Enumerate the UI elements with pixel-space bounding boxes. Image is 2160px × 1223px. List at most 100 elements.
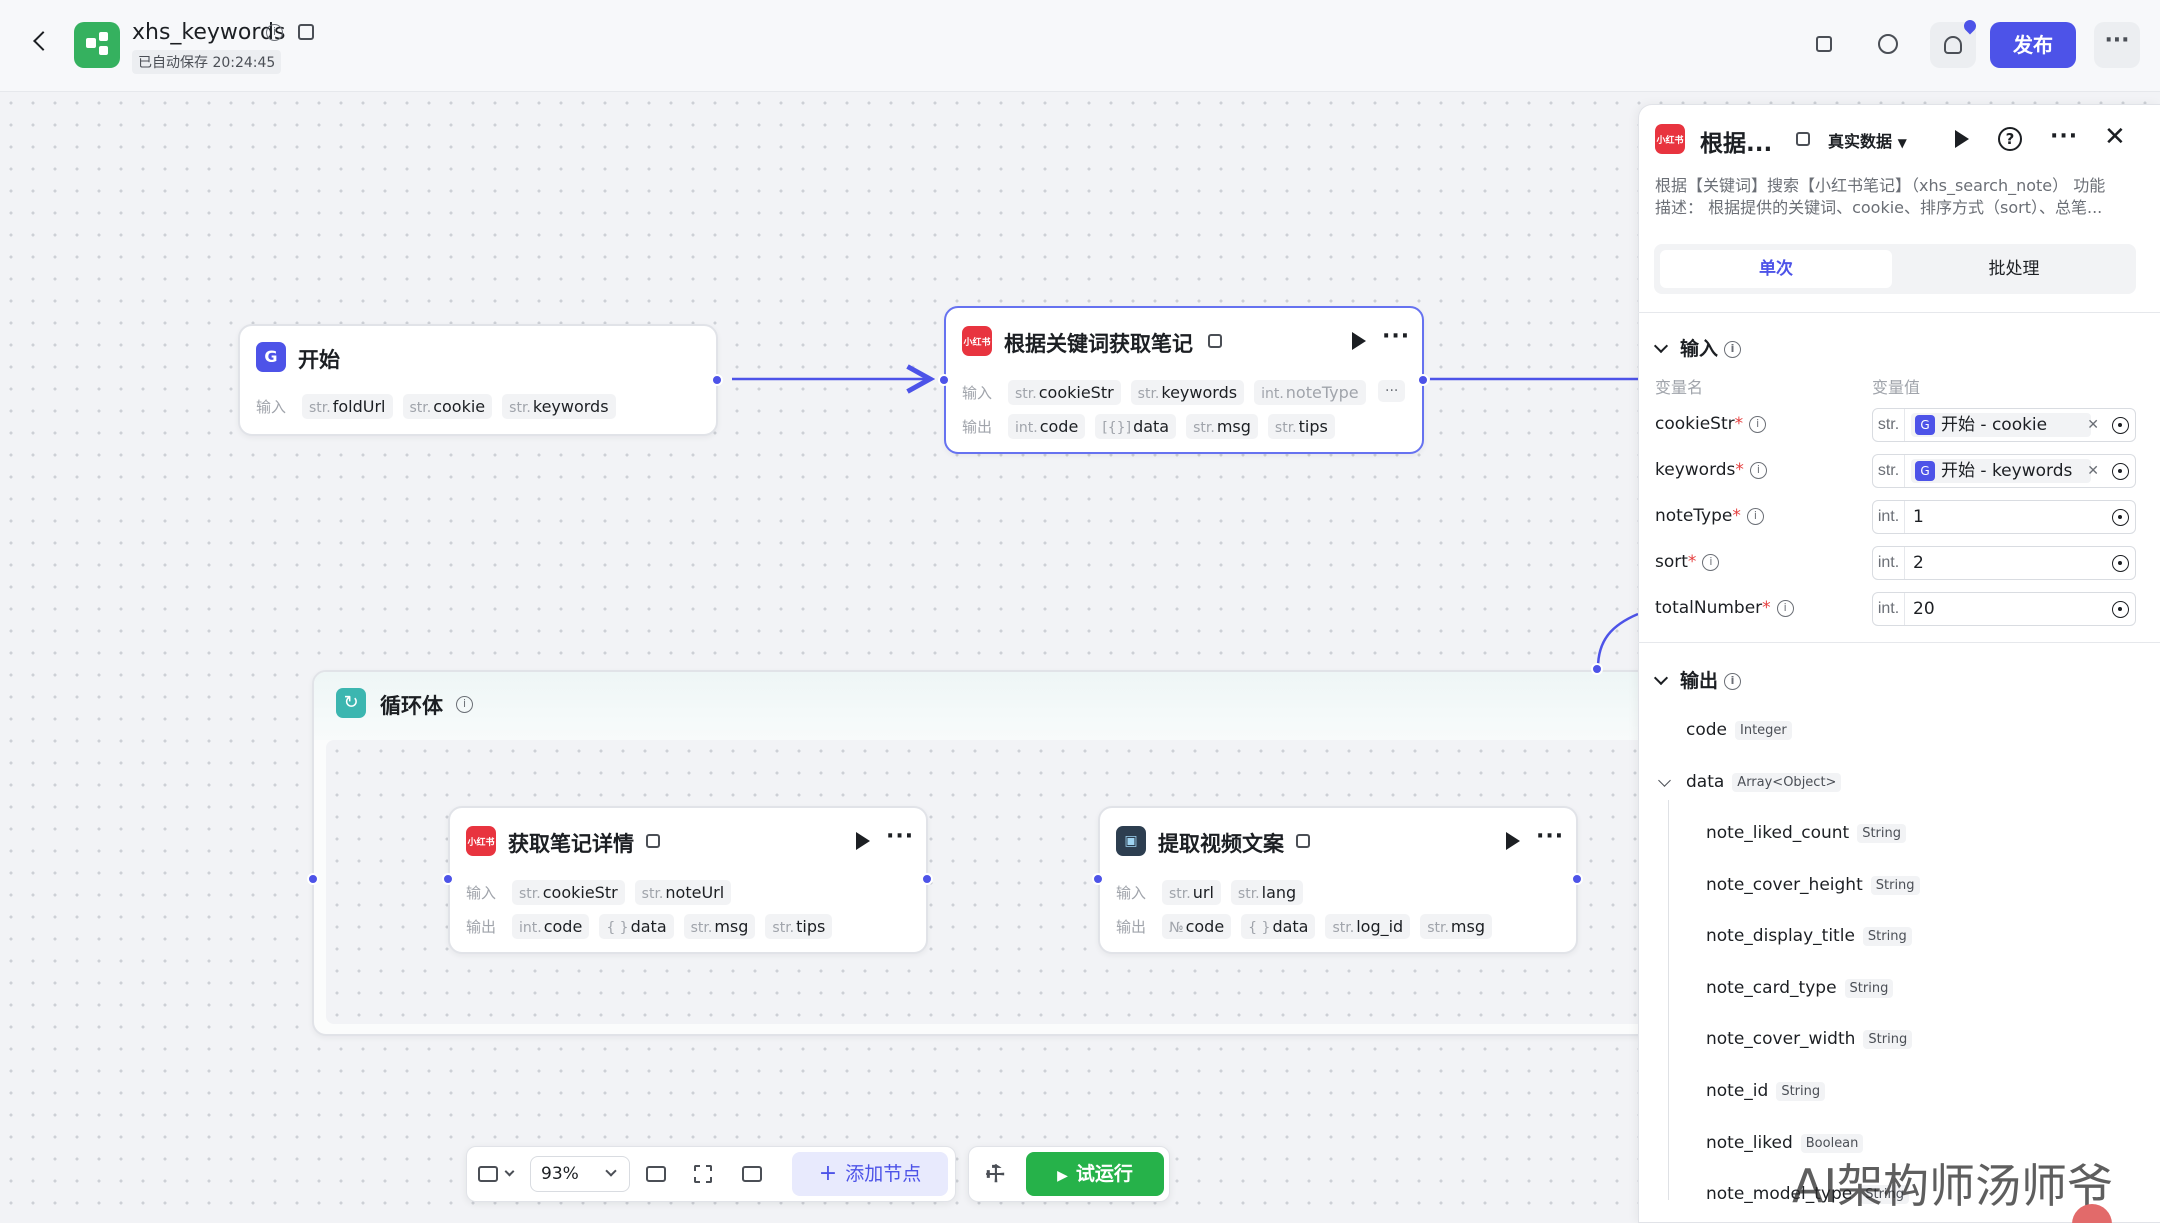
tab-batch[interactable]: 批处理 — [1988, 259, 2040, 279]
data-mode-select[interactable]: 真实数据 ▼ — [1828, 128, 1907, 152]
param-tag: { }data — [1241, 914, 1316, 939]
detail-input-port[interactable] — [442, 873, 454, 885]
param-tag: int.code — [1008, 414, 1086, 439]
divider — [1638, 642, 2160, 643]
add-node-label: 添加节点 — [845, 1163, 922, 1185]
column-name-header: 变量名 — [1655, 378, 1704, 397]
start-node[interactable]: G 开始 输入 str.foldUrl str.cookie str.keywo… — [238, 324, 718, 436]
param-tag: str.tips — [765, 914, 833, 939]
video-output-port[interactable] — [1571, 873, 1583, 885]
variable-select-icon[interactable] — [2112, 555, 2129, 572]
loop-body-input-port[interactable] — [307, 873, 319, 885]
start-inputs: 输入 str.foldUrl str.cookie str.keywords — [256, 394, 616, 419]
variable-select-icon[interactable] — [2112, 509, 2129, 526]
param-input-notetype[interactable]: int.1 — [1872, 500, 2136, 534]
param-input-sort[interactable]: int.2 — [1872, 546, 2136, 580]
autosave-status: 已自动保存 20:24:45 — [132, 50, 282, 74]
publish-button[interactable]: 发布 — [1990, 22, 2076, 68]
start-node-icon: G — [1915, 415, 1935, 435]
history-icon[interactable] — [1878, 34, 1898, 54]
comment-icon[interactable] — [646, 1166, 666, 1182]
search-input-port[interactable] — [938, 374, 950, 386]
more-params-tag[interactable]: ··· — [1378, 380, 1406, 402]
run-icon[interactable] — [1955, 130, 1969, 148]
node-more-icon[interactable]: ··· — [1382, 324, 1411, 349]
search-inputs: 输入 str.cookieStr str.keywords int.noteTy… — [962, 380, 1366, 405]
fit-view-icon[interactable] — [742, 1166, 762, 1182]
plugin-icon — [1208, 334, 1222, 348]
layout-icon[interactable] — [694, 1165, 712, 1183]
close-icon[interactable]: ✕ — [2104, 122, 2126, 152]
plus-icon: + — [818, 1161, 838, 1186]
edit-icon[interactable] — [298, 24, 314, 40]
start-output-port[interactable] — [711, 374, 723, 386]
column-value-header: 变量值 — [1872, 378, 1921, 397]
copy-icon[interactable] — [1816, 36, 1832, 52]
param-tag: str.lang — [1230, 880, 1304, 905]
run-node-icon[interactable] — [856, 832, 870, 850]
edge-loop-in — [1596, 612, 1639, 669]
chevron-down-icon — [1653, 670, 1669, 686]
video-input-port[interactable] — [1092, 873, 1104, 885]
video-tool-icon: ▣ — [1116, 826, 1146, 856]
run-node-icon[interactable] — [1352, 332, 1366, 350]
input-section-header[interactable]: 输入 i — [1653, 334, 1742, 361]
search-output-port[interactable] — [1417, 374, 1429, 386]
plugin-icon — [1296, 834, 1310, 848]
panel-description-2: 描述： 根据提供的关键词、cookie、排序方式（sort）、总笔... — [1655, 198, 2103, 217]
chevron-down-icon — [504, 1166, 515, 1177]
loop-info-icon[interactable]: i — [456, 696, 473, 713]
detail-output-port[interactable] — [921, 873, 933, 885]
param-tag: str.foldUrl — [302, 394, 393, 419]
node-more-icon[interactable]: ··· — [1536, 824, 1565, 849]
add-node-button[interactable]: + 添加节点 — [792, 1152, 948, 1196]
variable-select-icon[interactable] — [2112, 601, 2129, 618]
run-node-icon[interactable] — [1506, 832, 1520, 850]
zoom-select[interactable]: 93% — [530, 1156, 630, 1192]
collaborators-button[interactable] — [1930, 17, 1979, 68]
param-tag: { }data — [599, 914, 674, 939]
detail-node-title: 获取笔记详情 — [508, 832, 634, 856]
xiaohongshu-icon: 小红书 — [1655, 124, 1685, 154]
node-more-icon[interactable]: ··· — [886, 824, 915, 849]
search-notes-node[interactable]: 小红书 根据关键词获取笔记 ··· 输入 str.cookieStr str.k… — [944, 306, 1424, 454]
clear-icon[interactable]: ✕ — [2087, 417, 2099, 433]
test-run-button[interactable]: ▶试运行 — [1026, 1152, 1164, 1196]
param-input-totalnumber[interactable]: int.20 — [1872, 592, 2136, 626]
users-icon — [1944, 36, 1962, 54]
detail-outputs: 输出 int.code { }data str.msg str.tips — [466, 914, 833, 939]
data-mode-value: 真实数据 — [1828, 132, 1893, 151]
info-icon[interactable]: i — [1724, 341, 1742, 358]
output-label: 输出 — [466, 918, 497, 936]
more-menu-button[interactable]: ··· — [2094, 22, 2140, 68]
info-icon[interactable]: i — [1724, 673, 1742, 690]
chevron-down-icon: ▼ — [1897, 136, 1907, 150]
clear-icon[interactable]: ✕ — [2087, 463, 2099, 479]
tab-single[interactable]: 单次 — [1660, 250, 1892, 288]
zoom-value: 93% — [541, 1164, 579, 1184]
variable-select-icon[interactable] — [2112, 417, 2129, 434]
workflow-logo-icon — [74, 22, 120, 68]
variable-select-icon[interactable] — [2112, 463, 2129, 480]
panel-more-icon[interactable]: ··· — [2050, 124, 2079, 149]
help-icon[interactable]: ? — [1998, 127, 2022, 151]
note-detail-node[interactable]: 小红书 获取笔记详情 ··· 输入 str.cookieStr str.note… — [448, 806, 928, 954]
xiaohongshu-icon: 小红书 — [962, 326, 992, 356]
loop-port[interactable] — [1591, 663, 1603, 675]
input-section-title: 输入 — [1680, 338, 1719, 360]
title-info-icon[interactable]: i — [266, 24, 283, 41]
minimap-toggle[interactable] — [478, 1158, 520, 1190]
top-bar: xhs_keywords i 已自动保存 20:24:45 发布 ··· — [0, 0, 2160, 92]
param-tag: str.url — [1162, 880, 1221, 905]
